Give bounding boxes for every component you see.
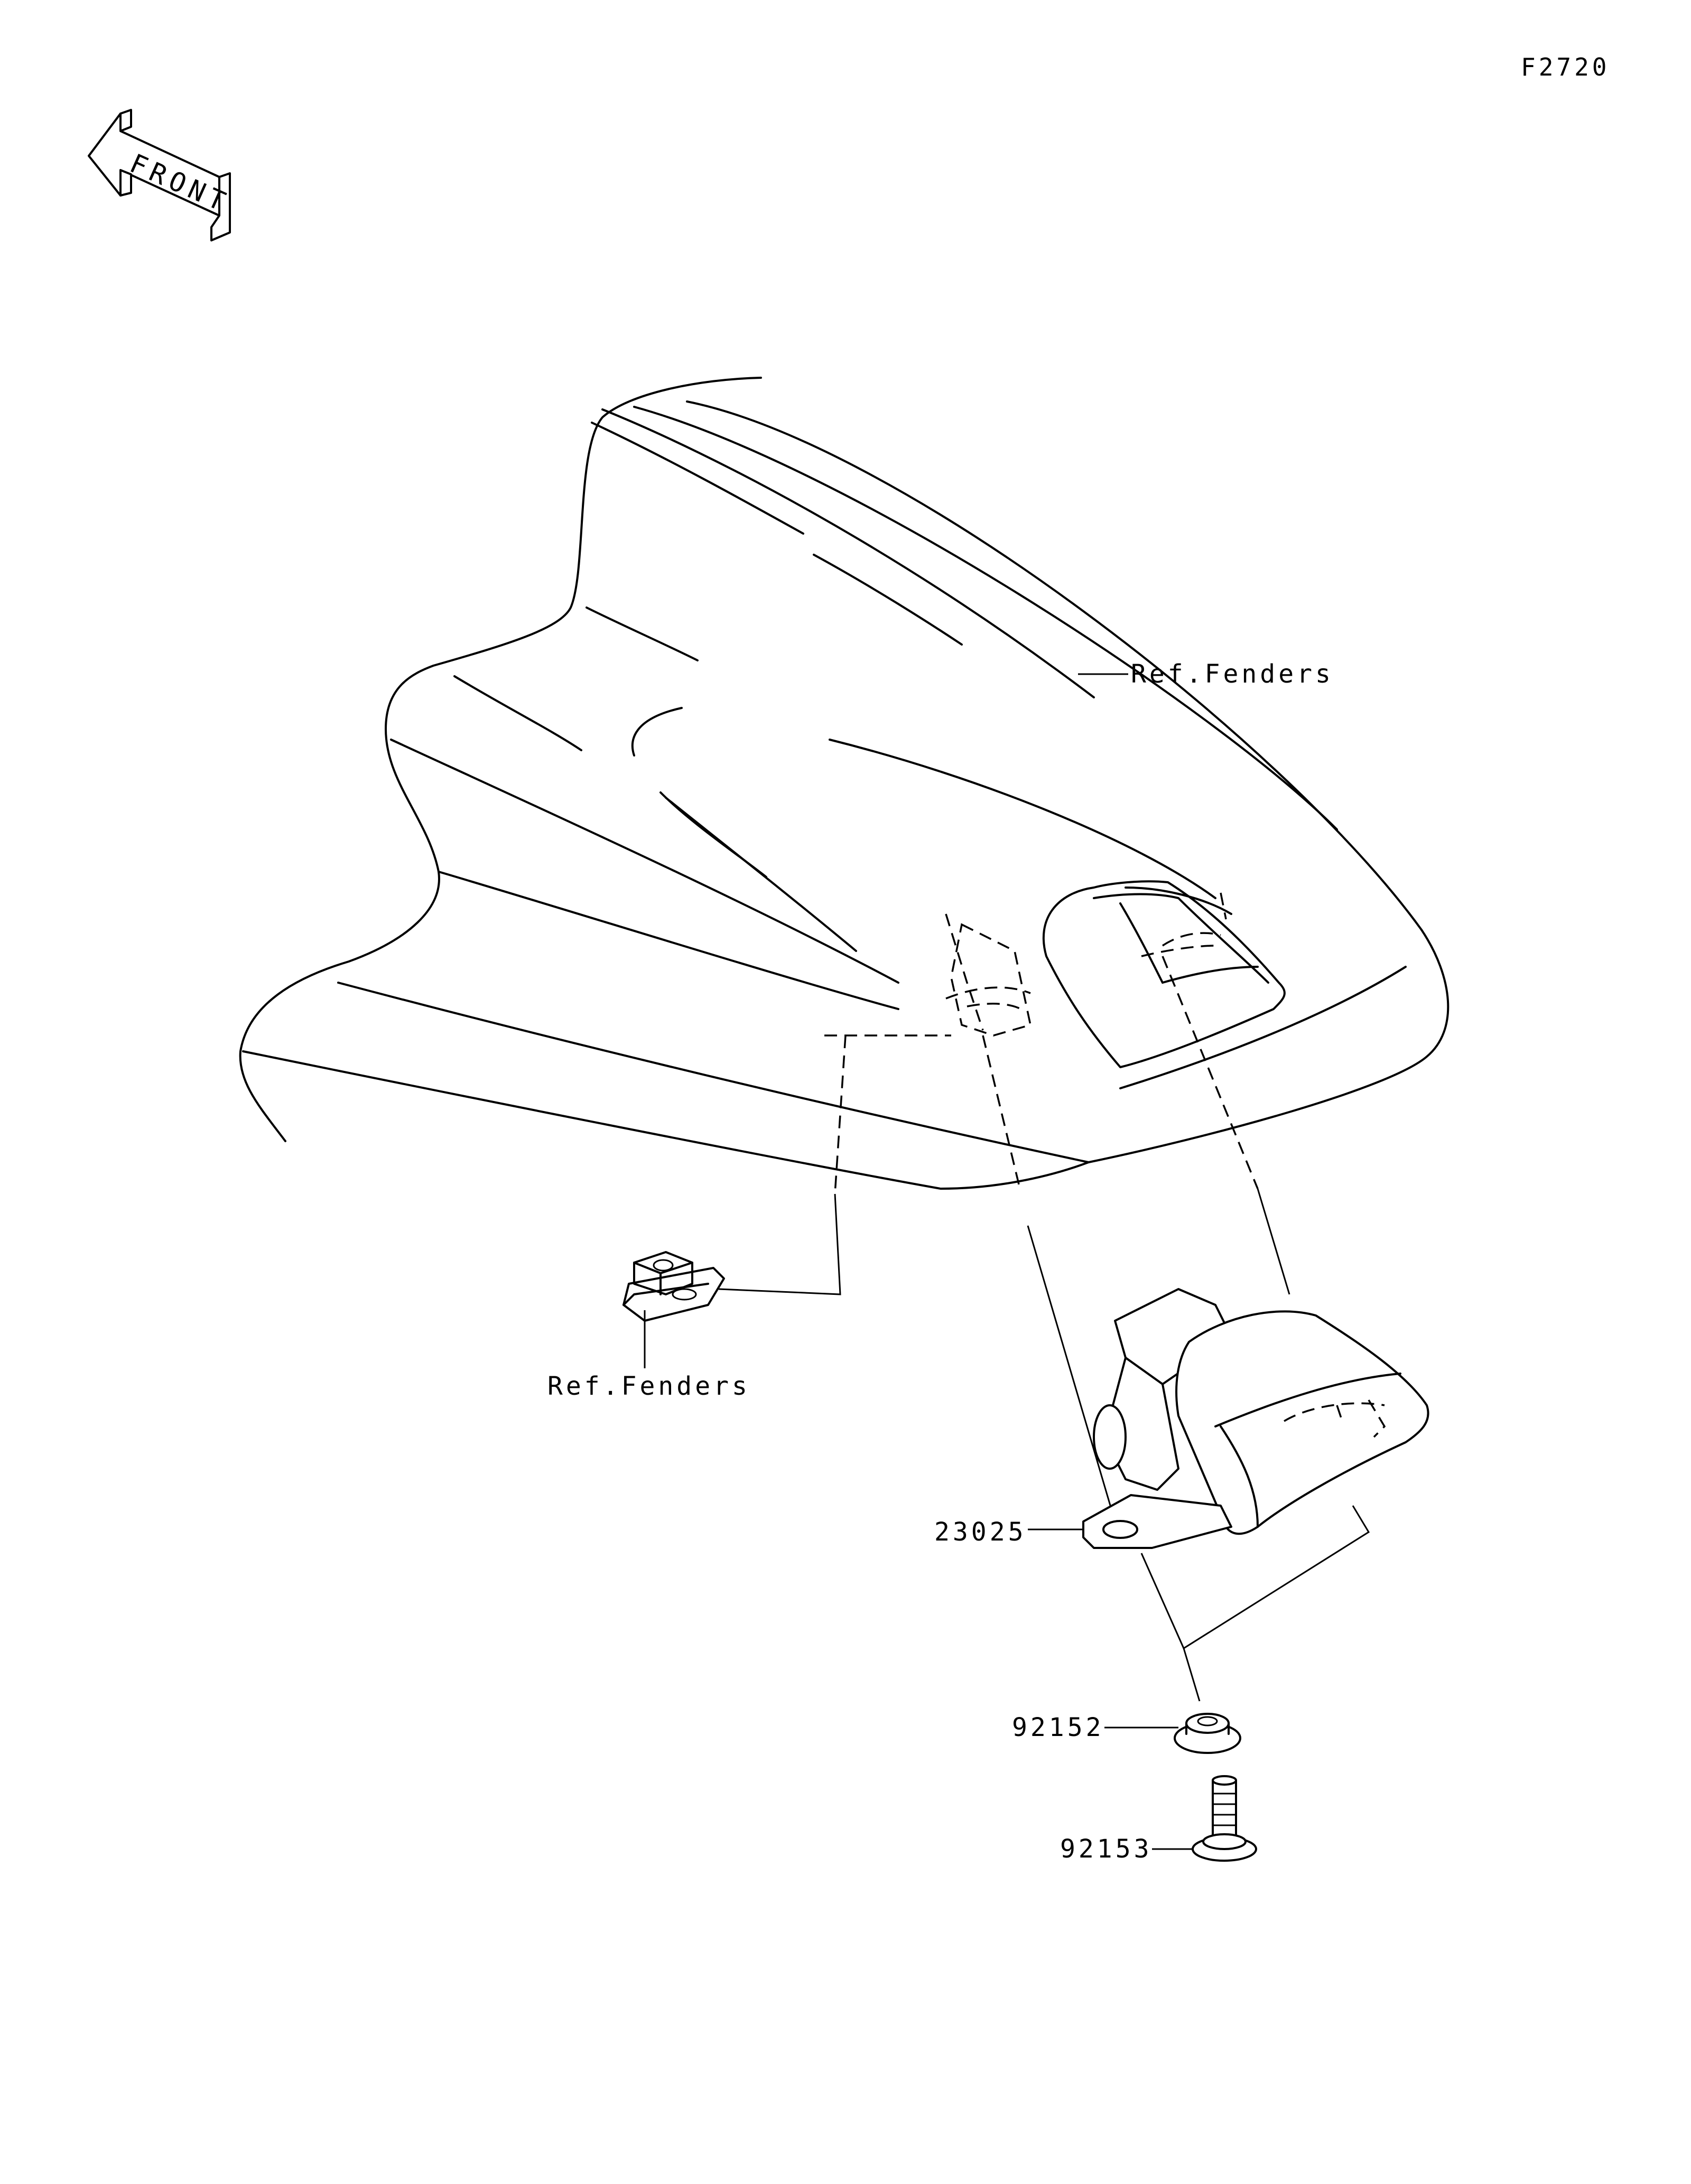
ref-fenders-label: Ref.Fenders bbox=[1131, 659, 1334, 689]
part-number-92153[interactable]: 92153 bbox=[1060, 1834, 1153, 1864]
rear-fender-drawing bbox=[239, 377, 1450, 1190]
ref-fenders-clip-label: Ref.Fenders bbox=[547, 1371, 750, 1401]
hidden-mount-lines bbox=[824, 892, 1259, 1194]
front-arrow-icon: FRONT bbox=[88, 109, 235, 241]
figure-code: F2720 bbox=[1521, 53, 1610, 81]
bolt-92153-drawing bbox=[1192, 1775, 1257, 1862]
washer-92152-drawing bbox=[1174, 1713, 1241, 1754]
fender-clip-drawing bbox=[622, 1251, 725, 1322]
leader-lines bbox=[644, 673, 1370, 1850]
license-lamp-drawing bbox=[1082, 1288, 1429, 1549]
part-number-92152[interactable]: 92152 bbox=[1012, 1713, 1104, 1742]
part-number-23025[interactable]: 23025 bbox=[934, 1517, 1027, 1547]
